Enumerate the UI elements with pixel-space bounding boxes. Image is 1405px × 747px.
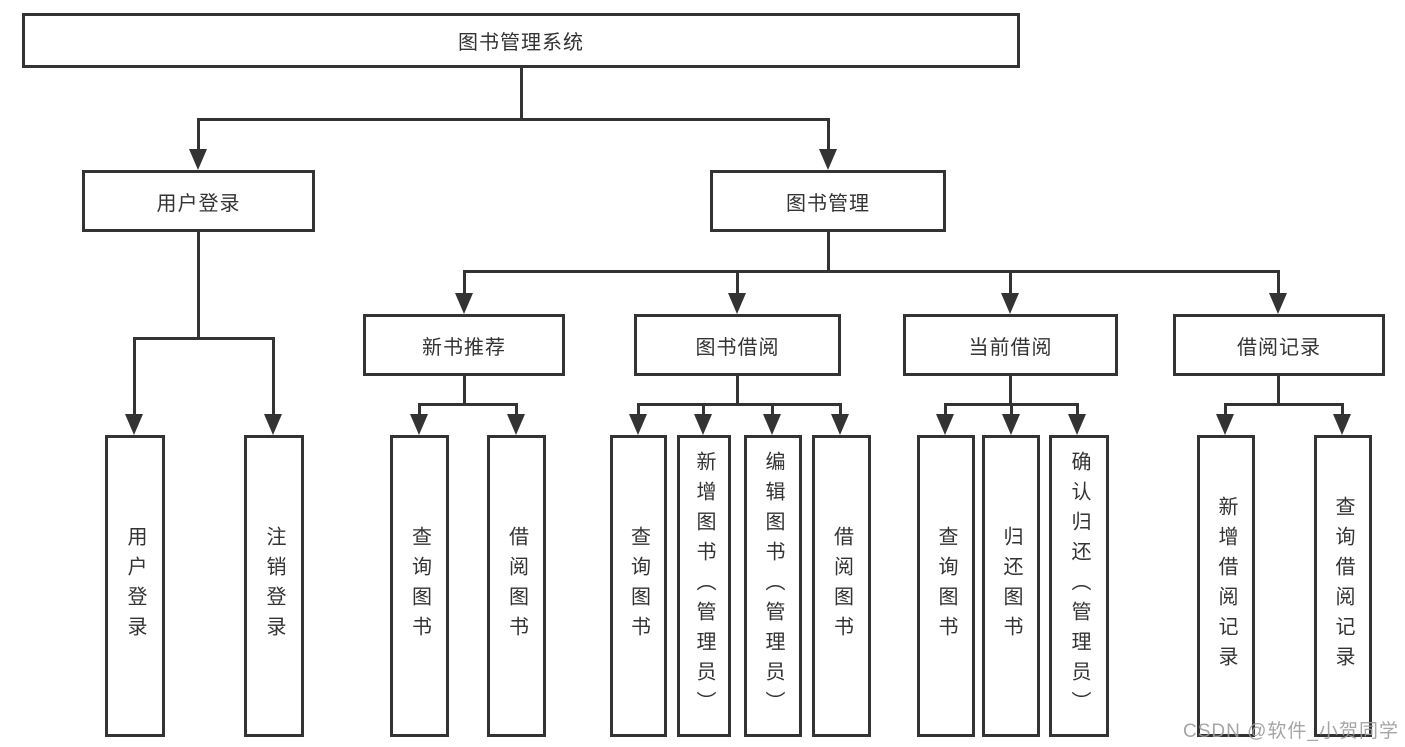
arrow-down-icon: [728, 293, 746, 314]
leaf-label: 查询借阅记录: [1332, 496, 1354, 676]
connector-line: [736, 270, 739, 296]
node-book-borrowing: 图书借阅: [634, 314, 841, 376]
connector-line: [515, 403, 518, 417]
connector-line: [463, 376, 466, 406]
leaf-return-books: 归还图书: [982, 435, 1040, 737]
node-label: 用户登录: [156, 192, 241, 215]
leaf-label: 编辑图书（管理员）: [762, 451, 784, 721]
connector-line: [637, 403, 841, 406]
connector-line: [637, 403, 640, 417]
connector-line: [133, 337, 275, 340]
connector-line: [463, 270, 1280, 273]
arrow-down-icon: [455, 293, 473, 314]
leaf-label: 查询图书: [408, 526, 431, 646]
leaf-label: 归还图书: [1000, 526, 1022, 646]
leaf-logout: 注销登录: [244, 435, 304, 737]
connector-line: [1009, 270, 1012, 296]
leaf-label: 注销登录: [263, 526, 285, 646]
leaf-label: 借阅图书: [830, 526, 853, 646]
node-book-management: 图书管理: [710, 170, 946, 232]
arrow-down-icon: [1216, 414, 1234, 435]
node-label: 借阅记录: [1237, 336, 1321, 359]
arrow-down-icon: [264, 414, 282, 435]
connector-line: [197, 118, 830, 121]
node-label: 当前借阅: [968, 336, 1053, 359]
arrow-down-icon: [125, 414, 143, 435]
leaf-label: 借阅图书: [505, 526, 528, 646]
connector-line: [702, 403, 705, 417]
leaf-query-borrow-record: 查询借阅记录: [1314, 435, 1372, 737]
connector-line: [197, 118, 200, 152]
connector-line: [1341, 403, 1344, 417]
connector-line: [197, 232, 200, 340]
leaf-add-borrow-record: 新增借阅记录: [1197, 435, 1255, 737]
arrow-down-icon: [763, 414, 781, 435]
arrow-down-icon: [1002, 414, 1020, 435]
leaf-label: 新增借阅记录: [1215, 496, 1237, 676]
csdn-watermark: CSDN @软件_小贺同学: [1183, 721, 1399, 742]
connector-line: [839, 403, 842, 417]
arrow-down-icon: [189, 149, 207, 170]
leaf-label: 用户登录: [124, 526, 146, 646]
leaf-label: 查询图书: [627, 526, 650, 646]
connector-line: [1076, 403, 1079, 417]
node-user-login: 用户登录: [82, 170, 315, 232]
arrow-down-icon: [1269, 293, 1287, 314]
connector-line: [418, 403, 518, 406]
leaf-label: 新增图书（管理员）: [693, 451, 715, 721]
connector-line: [1277, 376, 1280, 406]
connector-line: [133, 337, 136, 417]
arrow-down-icon: [819, 149, 837, 170]
leaf-label: 确认归还（管理员）: [1068, 451, 1090, 721]
arrow-down-icon: [629, 414, 647, 435]
arrow-down-icon: [507, 414, 525, 435]
leaf-confirm-return-admin: 确认归还（管理员）: [1049, 435, 1109, 737]
leaf-add-books-admin: 新增图书（管理员）: [677, 435, 731, 737]
connector-line: [272, 337, 275, 417]
arrow-down-icon: [936, 414, 954, 435]
connector-line: [827, 232, 830, 273]
node-root-library-system: 图书管理系统: [22, 13, 1020, 68]
node-borrow-records: 借阅记录: [1173, 314, 1385, 376]
connector-line: [1009, 376, 1012, 406]
arrow-down-icon: [410, 414, 428, 435]
arrow-down-icon: [1068, 414, 1086, 435]
arrow-down-icon: [1333, 414, 1351, 435]
connector-line: [418, 403, 421, 417]
leaf-label: 查询图书: [935, 526, 957, 646]
connector-line: [1010, 403, 1013, 417]
node-label: 图书借阅: [695, 336, 780, 359]
node-current-borrowing: 当前借阅: [903, 314, 1118, 376]
connector-line: [736, 376, 739, 406]
arrow-down-icon: [831, 414, 849, 435]
leaf-query-books-recommend: 查询图书: [390, 435, 449, 737]
node-label: 图书管理系统: [458, 32, 584, 54]
connector-line: [520, 68, 523, 120]
leaf-query-books-current: 查询图书: [917, 435, 975, 737]
node-label: 图书管理: [786, 192, 870, 215]
node-label: 新书推荐: [422, 336, 506, 359]
connector-line: [1277, 270, 1280, 296]
connector-line: [463, 270, 466, 296]
connector-line: [944, 403, 947, 417]
leaf-borrow-books-recommend: 借阅图书: [487, 435, 546, 737]
arrow-down-icon: [1001, 293, 1019, 314]
node-new-book-recommend: 新书推荐: [363, 314, 565, 376]
connector-line: [1224, 403, 1227, 417]
connector-line: [771, 403, 774, 417]
leaf-edit-books-admin: 编辑图书（管理员）: [744, 435, 802, 737]
leaf-borrow-books: 借阅图书: [812, 435, 871, 737]
connector-line: [827, 118, 830, 152]
arrow-down-icon: [694, 414, 712, 435]
connector-line: [1224, 403, 1344, 406]
leaf-user-login: 用户登录: [105, 435, 165, 737]
leaf-query-books-borrowing: 查询图书: [610, 435, 667, 737]
